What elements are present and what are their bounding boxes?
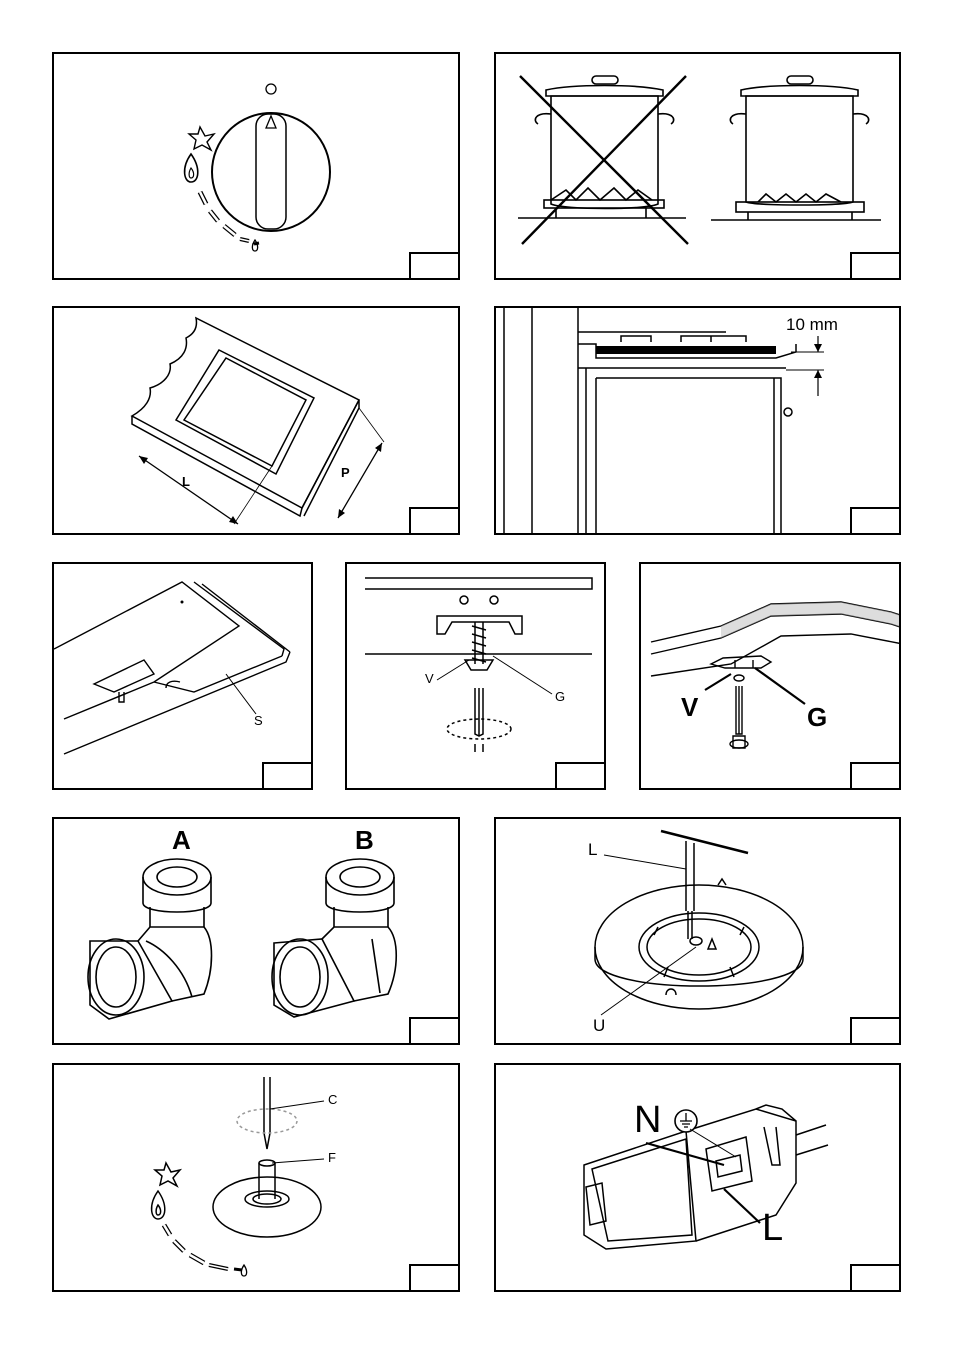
figure-pot-placement <box>494 52 901 280</box>
figure-seal: S <box>52 562 313 790</box>
label-length: L <box>182 475 190 488</box>
seal-illustration <box>54 564 313 790</box>
figure-terminal-block: N L <box>494 1063 901 1292</box>
figure-gas-fittings: A B <box>52 817 460 1045</box>
figure-number-box <box>555 762 605 789</box>
label-bypass-screw: F <box>328 1151 336 1164</box>
figure-number-box <box>409 1017 459 1044</box>
figure-injector-replacement: L U <box>494 817 901 1045</box>
figure-number-box <box>262 762 312 789</box>
figure-number-box <box>850 507 900 534</box>
figure-cabinet-clearance: 10 mm <box>494 306 901 535</box>
bracket-illustration <box>347 564 606 790</box>
flame-adjustment-illustration <box>54 1065 460 1292</box>
fittings-illustration <box>54 819 460 1045</box>
label-screwdriver: C <box>328 1093 337 1106</box>
figure-number-box <box>409 1264 459 1291</box>
injector-illustration <box>496 819 901 1045</box>
label-fitting-a: A <box>172 827 191 853</box>
figure-number-box <box>409 252 459 279</box>
figure-minimum-flame-adjustment: C F <box>52 1063 460 1292</box>
label-clearance-dimension: 10 mm <box>786 316 838 333</box>
knob-illustration <box>54 54 460 280</box>
label-bracket: G <box>555 690 565 703</box>
figure-number-box <box>850 762 900 789</box>
figure-number-box <box>850 1017 900 1044</box>
figure-number-box <box>850 252 900 279</box>
label-screw: V <box>681 694 698 720</box>
figure-bracket-worktop: V G <box>639 562 901 790</box>
figure-number-box <box>850 1264 900 1291</box>
cutout-illustration <box>54 308 460 535</box>
label-fitting-b: B <box>355 827 374 853</box>
pot-illustration <box>496 54 901 280</box>
label-neutral: N <box>634 1101 661 1139</box>
label-seal: S <box>254 714 263 727</box>
label-bracket: G <box>807 704 827 730</box>
figure-knob-positions <box>52 52 460 280</box>
figure-bracket-screw: V G <box>345 562 606 790</box>
terminal-block-illustration <box>496 1065 901 1292</box>
label-injector: U <box>593 1017 605 1034</box>
label-depth: P <box>341 466 350 479</box>
figure-number-box <box>409 507 459 534</box>
cabinet-illustration <box>496 308 901 535</box>
label-wrench: L <box>588 841 597 858</box>
label-live: L <box>762 1209 783 1247</box>
label-screw: V <box>425 672 434 685</box>
figure-cutout-dimensions: L P <box>52 306 460 535</box>
worktop-bracket-illustration <box>641 564 901 790</box>
